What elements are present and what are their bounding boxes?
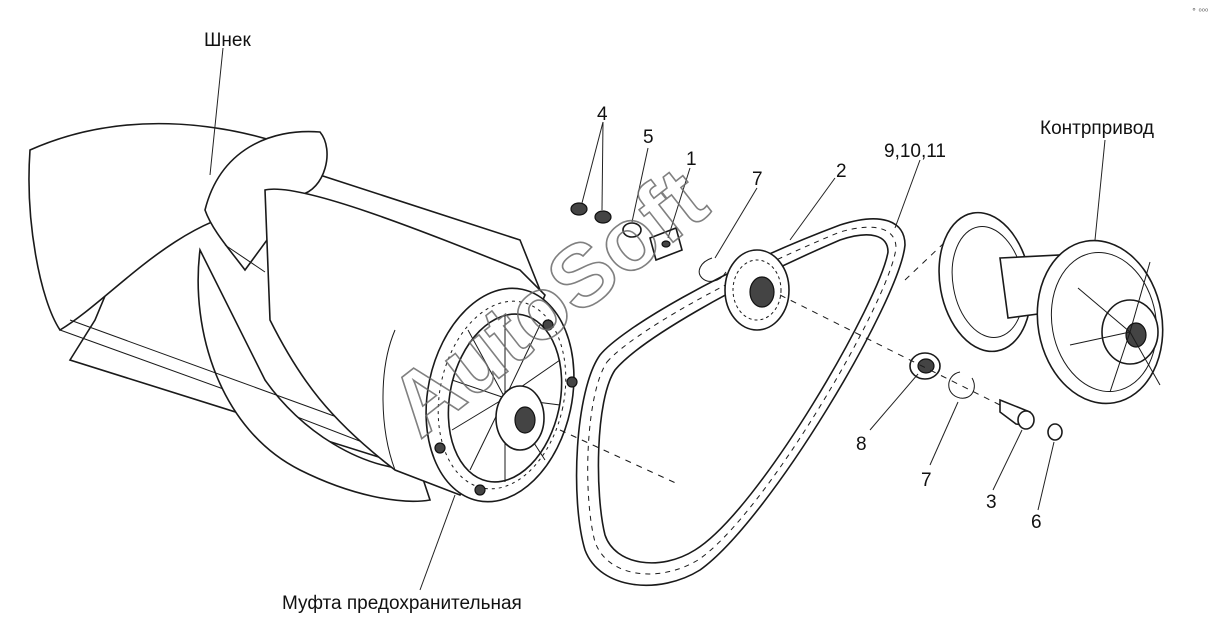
counter-drive	[938, 211, 1164, 405]
label-part-7-bottom: 7	[921, 470, 932, 491]
label-part-3: 3	[986, 492, 997, 513]
small-parts	[570, 202, 1063, 441]
corner-mark: ° ⁰⁰⁰	[1192, 7, 1208, 16]
label-part-9-10-11: 9,10,11	[884, 141, 946, 162]
labels: Шнек Контрпривод Муфта предохранительная…	[204, 30, 1154, 614]
sprocket	[724, 249, 790, 331]
label-part-8: 8	[856, 434, 867, 455]
label-part-2: 2	[836, 161, 847, 182]
label-auger: Шнек	[204, 30, 251, 51]
label-part-5: 5	[643, 127, 654, 148]
label-part-7-top: 7	[752, 169, 763, 190]
safety-clutch	[425, 287, 578, 503]
label-counter-drive: Контрпривод	[1040, 118, 1154, 139]
label-safety-clutch: Муфта предохранительная	[282, 593, 522, 614]
leader-lines	[209, 47, 1106, 591]
label-part-1: 1	[686, 149, 697, 170]
label-part-4: 4	[597, 104, 608, 125]
label-part-6: 6	[1031, 512, 1042, 533]
